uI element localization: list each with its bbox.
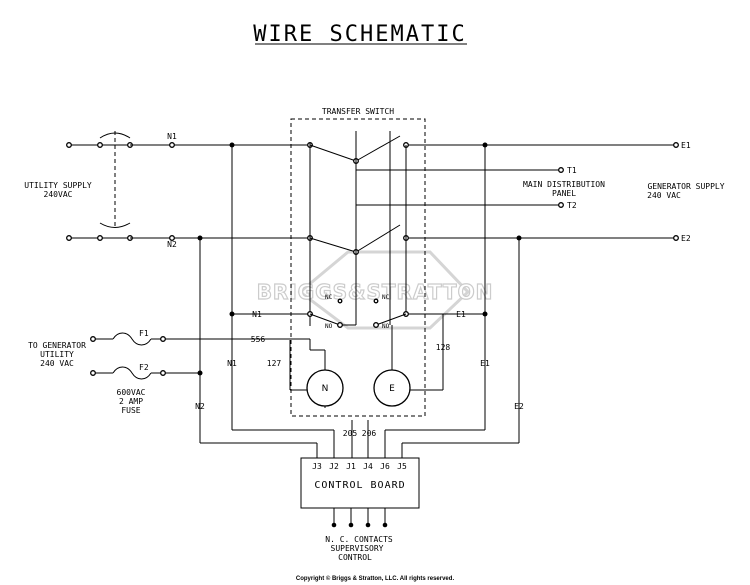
wire-label-556: 556 xyxy=(251,335,266,344)
wire-label-n2-vertical: N2 xyxy=(195,402,205,411)
control-wiring xyxy=(199,145,520,458)
nc-supervisory-contacts xyxy=(331,508,388,528)
terminal-e1-label: E1 xyxy=(681,141,691,150)
nc-contacts-label: N. C. CONTACTS xyxy=(325,535,393,544)
nc-contacts-label-3: CONTROL xyxy=(338,553,372,562)
generator-supply-label: GENERATOR SUPPLY xyxy=(647,182,724,191)
main-panel-label: MAIN DISTRIBUTION xyxy=(523,180,605,189)
wire-label-e2-vertical: E2 xyxy=(514,402,524,411)
wire-label-128: 128 xyxy=(436,343,451,352)
fuse-rating-label-2: 2 AMP xyxy=(119,397,143,406)
fuse-rating-label-3: FUSE xyxy=(121,406,140,415)
line-n2 xyxy=(130,235,313,241)
to-generator-voltage: 240 VAC xyxy=(40,359,74,368)
board-pin-j3: J3 xyxy=(312,462,322,471)
svg-text:BRIGGS&STRATTON: BRIGGS&STRATTON xyxy=(257,280,494,304)
terminal-e2 xyxy=(673,235,679,241)
utility-supply-voltage: 240VAC xyxy=(44,190,73,199)
board-pin-j5: J5 xyxy=(397,462,407,471)
copyright-notice: Copyright © Briggs & Stratton, LLC. All … xyxy=(296,575,455,582)
to-generator-label: TO GENERATOR xyxy=(28,341,86,350)
main-switch-top xyxy=(309,135,675,173)
to-generator-label-2: UTILITY xyxy=(40,350,74,359)
transfer-switch-enclosure xyxy=(290,118,426,417)
transfer-switch-label: TRANSFER SWITCH xyxy=(322,107,394,116)
terminal-t1-label: T1 xyxy=(567,166,577,175)
motor-n xyxy=(289,339,344,408)
briggs-stratton-watermark: BRIGGS&STRATTON xyxy=(256,250,494,330)
utility-supply-label: UTILITY SUPPLY xyxy=(24,181,92,190)
wire-label-e1-relay: E1 xyxy=(456,310,466,319)
fuse-f1-label: F1 xyxy=(139,329,149,338)
wire-label-n1-vertical: N1 xyxy=(227,359,237,368)
wire-label-n2: N2 xyxy=(167,240,177,249)
board-pin-j1: J1 xyxy=(346,462,356,471)
terminal-t2-label: T2 xyxy=(567,201,577,210)
motor-e-label: E xyxy=(389,384,395,394)
relay-right-nc: NC xyxy=(382,294,390,301)
fuse-f2-label: F2 xyxy=(139,363,149,372)
relay-right-no: NO xyxy=(382,323,390,330)
relay-left-no: NO xyxy=(325,323,333,330)
relay-contacts-left xyxy=(229,131,357,328)
wire-label-206: 206 xyxy=(362,429,377,438)
control-board xyxy=(300,457,420,509)
schematic-title: WIRE SCHEMATIC xyxy=(253,22,466,47)
line-n1 xyxy=(130,142,313,148)
motor-n-label: N xyxy=(322,384,329,394)
wire-label-n1: N1 xyxy=(167,132,177,141)
control-board-label: CONTROL BOARD xyxy=(314,480,405,491)
generator-supply-voltage: 240 VAC xyxy=(647,191,681,200)
nc-contacts-label-2: SUPERVISORY xyxy=(331,544,384,553)
main-panel-label-2: PANEL xyxy=(552,189,576,198)
board-pin-j4: J4 xyxy=(363,462,373,471)
wire-label-n1-relay: N1 xyxy=(252,310,262,319)
relay-left-nc: NC xyxy=(325,294,333,301)
motor-e xyxy=(373,314,444,407)
board-pin-j2: J2 xyxy=(329,462,339,471)
board-pin-j6: J6 xyxy=(380,462,390,471)
fuse-f2 xyxy=(90,366,203,380)
relay-contacts-right xyxy=(373,131,488,328)
terminal-e1 xyxy=(673,142,679,148)
fuse-rating-label: 600VAC xyxy=(117,388,146,397)
wire-label-e1-vertical: E1 xyxy=(480,359,490,368)
wire-label-205: 205 xyxy=(343,429,358,438)
fuse-f1 xyxy=(90,332,310,346)
wire-label-127: 127 xyxy=(267,359,282,368)
terminal-e2-label: E2 xyxy=(681,234,691,243)
main-switch-bottom xyxy=(309,202,675,255)
